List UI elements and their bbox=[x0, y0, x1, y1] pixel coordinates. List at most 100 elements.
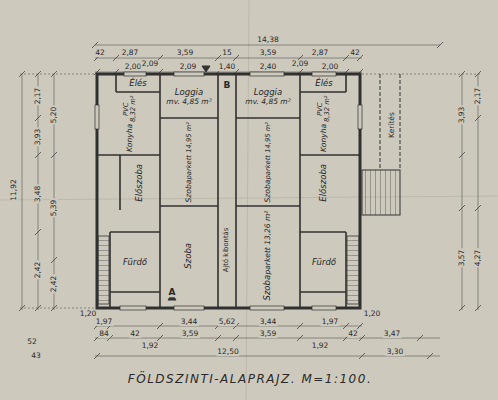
room: Szobaparkett 13,26 m² bbox=[238, 210, 298, 302]
room: Szobaparkett 14,95 m² bbox=[238, 120, 298, 204]
room-name: Szoba bbox=[184, 243, 193, 269]
dimension-label: 1,92 bbox=[141, 342, 160, 350]
dimension-label: 12,50 bbox=[216, 348, 239, 356]
dimension-label: 2,17 bbox=[34, 87, 42, 106]
dimension-label: 5,20 bbox=[50, 106, 58, 125]
room-name: Szoba bbox=[185, 179, 193, 202]
dimension-label: 5,62 bbox=[218, 318, 237, 326]
room: Fürdő bbox=[302, 236, 346, 290]
dimension-label: 42 bbox=[349, 49, 361, 57]
room-area: parkett 14,95 m² bbox=[185, 122, 192, 179]
dimension-ticks bbox=[19, 42, 481, 359]
room-area: PVC 8,32 m² bbox=[317, 94, 332, 124]
dimension-label: 1,40 bbox=[218, 63, 237, 71]
dimension-label: 3,47 bbox=[383, 330, 402, 338]
room-name: Élés bbox=[129, 79, 146, 88]
dimension-label: 3,59 bbox=[176, 49, 195, 57]
room-text-group: KonyhaPVC 8,32 m² bbox=[316, 94, 333, 152]
room-area: parkett 14,95 m² bbox=[264, 122, 271, 179]
room-name: Fürdő bbox=[312, 258, 336, 267]
dimension-label: 11,92 bbox=[10, 178, 18, 201]
room: Loggiamv. 4,85 m² bbox=[238, 78, 298, 116]
room: Szobaparkett 14,95 m² bbox=[162, 120, 216, 204]
dimension-label: 3,48 bbox=[34, 185, 42, 204]
room-name: Loggia bbox=[175, 88, 203, 97]
dimension-label: 84 bbox=[98, 330, 110, 338]
room-area: mv. 4,85 m² bbox=[245, 98, 290, 106]
dimension-label: 2,00 bbox=[124, 63, 143, 71]
dimension-label: 42 bbox=[347, 330, 359, 338]
dimension-label: 2,09 bbox=[179, 63, 198, 71]
room-name: Előszoba bbox=[135, 164, 144, 202]
room-name: Szoba bbox=[263, 275, 272, 301]
dimension-label: 1,97 bbox=[321, 318, 340, 326]
room-text-group: Loggiamv. 4,85 m² bbox=[166, 88, 211, 106]
dimension-label: 1,20 bbox=[363, 310, 382, 318]
room-text-group: KonyhaPVC 8,32 m² bbox=[122, 94, 139, 152]
dimension-label: 42 bbox=[129, 330, 141, 338]
dimension-label: 2,09 bbox=[291, 60, 310, 68]
dimension-label: 3,93 bbox=[34, 128, 42, 147]
dimension-label: 1,20 bbox=[79, 310, 98, 318]
dimension-label: 1,97 bbox=[95, 318, 114, 326]
dimension-label: 5,39 bbox=[50, 199, 58, 218]
room: Előszoba bbox=[122, 158, 158, 208]
dimension-label: 52 bbox=[26, 338, 38, 346]
room-name: Konyha bbox=[320, 124, 328, 152]
dimension-label: 3,59 bbox=[259, 49, 278, 57]
dimension-lines bbox=[20, 45, 482, 356]
room: Fürdő bbox=[112, 236, 158, 290]
room-text-group: Élés bbox=[129, 79, 146, 88]
room-text-group: Szobaparkett 14,95 m² bbox=[184, 122, 194, 203]
dimension-label: 14,38 bbox=[256, 36, 279, 44]
dimension-label: 1,92 bbox=[311, 342, 330, 350]
dimension-label: 3,44 bbox=[259, 318, 278, 326]
dimension-label: 3,59 bbox=[259, 330, 278, 338]
dimension-label: 15 bbox=[221, 49, 233, 57]
dimension-label: 2,87 bbox=[311, 49, 330, 57]
dimension-label: 3,57 bbox=[458, 249, 466, 268]
room-text-group: Loggiamv. 4,85 m² bbox=[245, 88, 290, 106]
dimension-label: 3,30 bbox=[386, 348, 405, 356]
dimension-label: 2,42 bbox=[50, 275, 58, 294]
dimension-label: 2,00 bbox=[321, 63, 340, 71]
entry-steps bbox=[362, 74, 400, 215]
room-text-group: Szobaparkett 13,26 m² bbox=[262, 211, 273, 301]
dimension-label: 2,09 bbox=[141, 60, 160, 68]
plan-note: Kerítés bbox=[388, 111, 396, 139]
room-text-group: Előszoba bbox=[134, 164, 145, 202]
room-name: Előszoba bbox=[319, 164, 328, 202]
room-area: PVC 8,32 m² bbox=[123, 94, 138, 124]
room: KonyhaPVC 8,32 m² bbox=[102, 94, 158, 152]
plan-note: Ajtó kibontás bbox=[223, 227, 230, 274]
room-name: Konyha bbox=[126, 124, 134, 152]
plan-note: A bbox=[168, 288, 177, 297]
room-name: Szoba bbox=[264, 179, 272, 202]
room-area: mv. 4,85 m² bbox=[166, 98, 211, 106]
walls bbox=[97, 74, 360, 308]
dimension-label: 3,59 bbox=[181, 330, 200, 338]
dimension-label: 2,87 bbox=[121, 49, 140, 57]
room-name: Fürdő bbox=[123, 258, 147, 267]
room: KonyhaPVC 8,32 m² bbox=[302, 94, 346, 152]
plan-note: B bbox=[223, 81, 232, 90]
room-text-group: Szoba bbox=[183, 243, 194, 269]
dimension-label: 2,17 bbox=[474, 87, 482, 106]
room-text-group: Fürdő bbox=[123, 258, 147, 267]
room-text-group: Szobaparkett 14,95 m² bbox=[263, 122, 273, 203]
room-text-group: Élés bbox=[315, 79, 332, 88]
room: Loggiamv. 4,85 m² bbox=[162, 78, 216, 116]
dimension-label: 2,40 bbox=[259, 63, 278, 71]
dimension-label: 4,27 bbox=[474, 249, 482, 268]
room-area: parkett 13,26 m² bbox=[264, 211, 272, 275]
room: Élés bbox=[304, 76, 344, 91]
room: Előszoba bbox=[302, 158, 346, 208]
dimension-label: 43 bbox=[30, 352, 42, 360]
room-name: Élés bbox=[315, 79, 332, 88]
dimension-label: 2,42 bbox=[34, 261, 42, 280]
room-text-group: Előszoba bbox=[318, 164, 329, 202]
room-text-group: Fürdő bbox=[312, 258, 336, 267]
windows bbox=[95, 72, 362, 310]
